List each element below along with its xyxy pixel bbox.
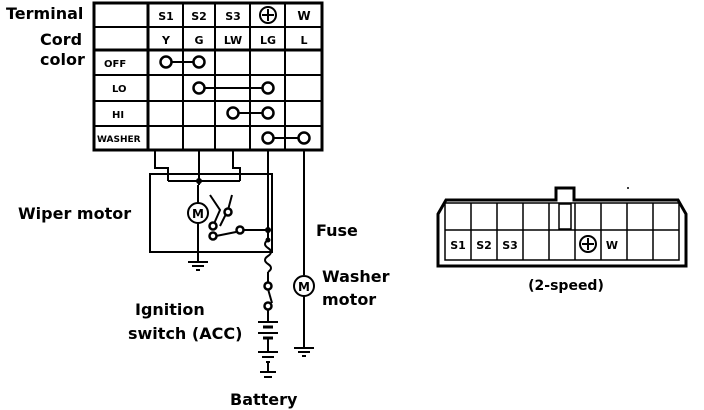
terminal-s3: S3 <box>225 10 241 23</box>
color-lw: LW <box>224 34 242 47</box>
connection-lo <box>192 81 275 95</box>
connector-pin-grid <box>445 203 679 260</box>
pin-w: W <box>606 239 618 252</box>
ignition-label: Ignition <box>135 300 205 319</box>
connector-2-speed: S1 S2 S3 W <box>436 186 688 268</box>
motor-label: motor <box>322 290 376 309</box>
ground-terminal-icon <box>259 6 277 24</box>
pin-s2: S2 <box>476 239 492 252</box>
color-y: Y <box>161 34 171 47</box>
battery-label: Battery <box>230 390 298 409</box>
wiper-circuit: M <box>149 150 273 271</box>
terminal-w: W <box>297 9 310 23</box>
connection-washer <box>261 131 311 145</box>
ignition-switch-icon <box>263 281 273 311</box>
pin-s1: S1 <box>450 239 466 252</box>
position-washer: WASHER <box>97 135 141 145</box>
connection-hi <box>226 106 275 120</box>
position-hi: HI <box>112 110 124 121</box>
switch-position-table: Terminal Cord color S1 S2 S3 W Y G LW LG… <box>6 1 324 152</box>
position-off: OFF <box>104 59 126 70</box>
wiper-motor-icon: M <box>187 202 209 224</box>
svg-text:M: M <box>192 207 204 221</box>
connection-off <box>159 55 206 69</box>
wiper-motor-housing <box>149 173 273 253</box>
washer-label: Washer <box>322 267 390 286</box>
terminal-s2: S2 <box>191 10 207 23</box>
color-g: G <box>194 34 203 47</box>
color-label: color <box>40 50 85 69</box>
ground-icon <box>294 347 314 357</box>
position-lo: LO <box>112 84 127 95</box>
pin-ground-icon <box>579 235 597 253</box>
connector-caption: (2-speed) <box>528 278 604 294</box>
fuse-label: Fuse <box>316 221 358 240</box>
wiper-motor-label: Wiper motor <box>18 204 131 223</box>
terminal-s1: S1 <box>158 10 174 23</box>
svg-text:M: M <box>298 280 310 294</box>
battery-icon <box>258 321 278 378</box>
power-line <box>258 150 278 378</box>
color-l: L <box>300 34 307 47</box>
cord-label: Cord <box>40 30 82 49</box>
terminal-label: Terminal <box>6 4 83 23</box>
switch-acc-label: switch (ACC) <box>128 324 242 343</box>
washer-circuit: M <box>293 150 315 357</box>
fuse-icon <box>264 239 272 273</box>
ground-icon <box>188 261 208 271</box>
washer-motor-icon: M <box>293 275 315 297</box>
color-lg: LG <box>260 34 276 47</box>
pin-s3: S3 <box>502 239 518 252</box>
